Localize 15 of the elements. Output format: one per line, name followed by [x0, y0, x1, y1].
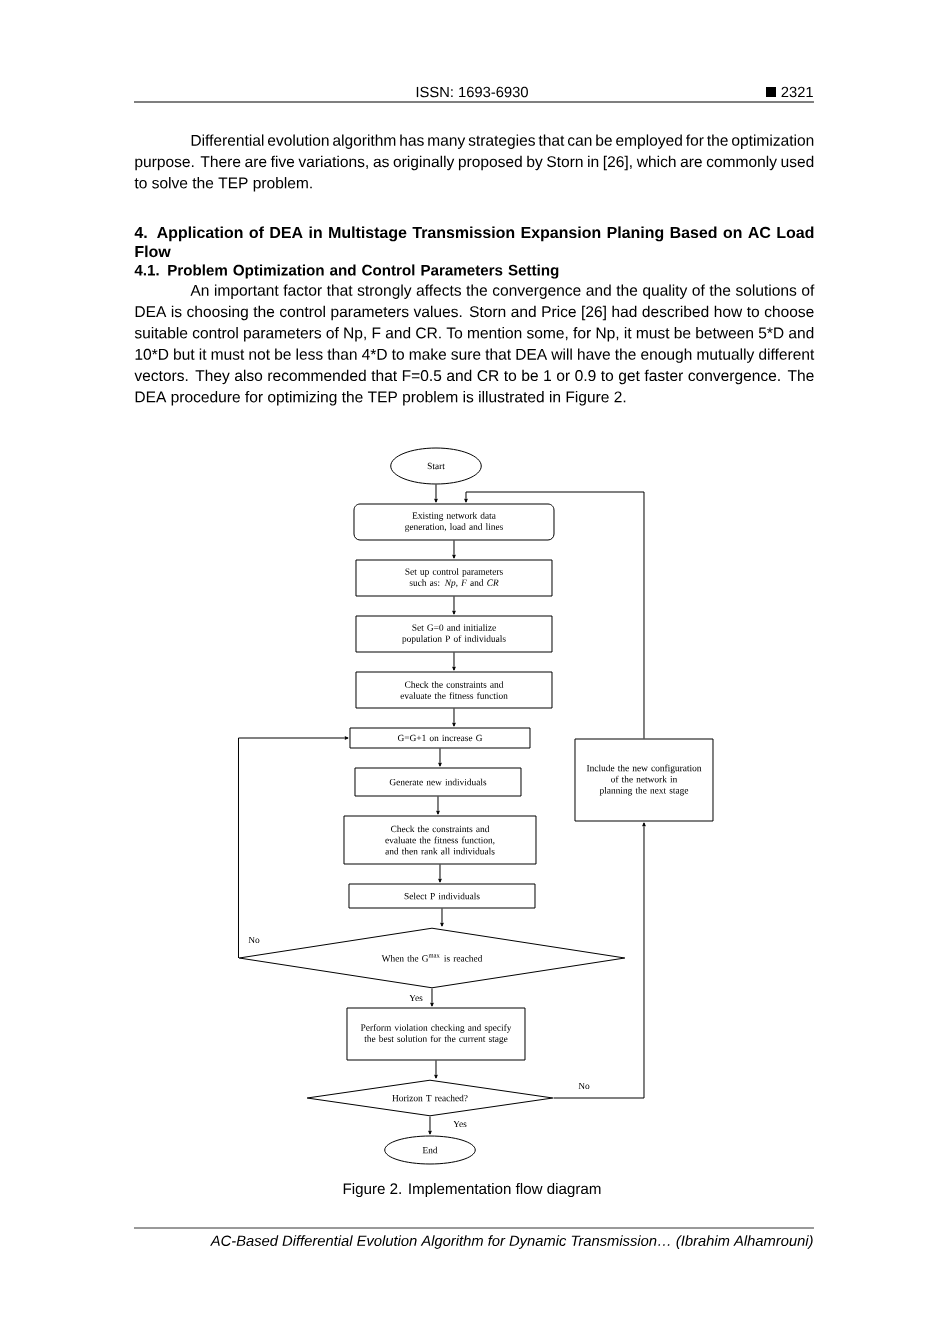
arrow — [452, 596, 456, 615]
arrow — [452, 708, 456, 727]
arrow — [434, 484, 438, 503]
arrow — [436, 796, 440, 815]
arrow — [438, 748, 442, 767]
arrow — [553, 822, 646, 1099]
arrow — [464, 491, 645, 739]
arrow — [440, 908, 444, 927]
arrow — [452, 652, 456, 671]
arrow — [430, 988, 434, 1007]
arrow — [452, 540, 456, 559]
arrow — [428, 1116, 432, 1135]
arrow — [438, 864, 442, 883]
arrow — [434, 1060, 438, 1079]
arrow — [238, 736, 349, 959]
